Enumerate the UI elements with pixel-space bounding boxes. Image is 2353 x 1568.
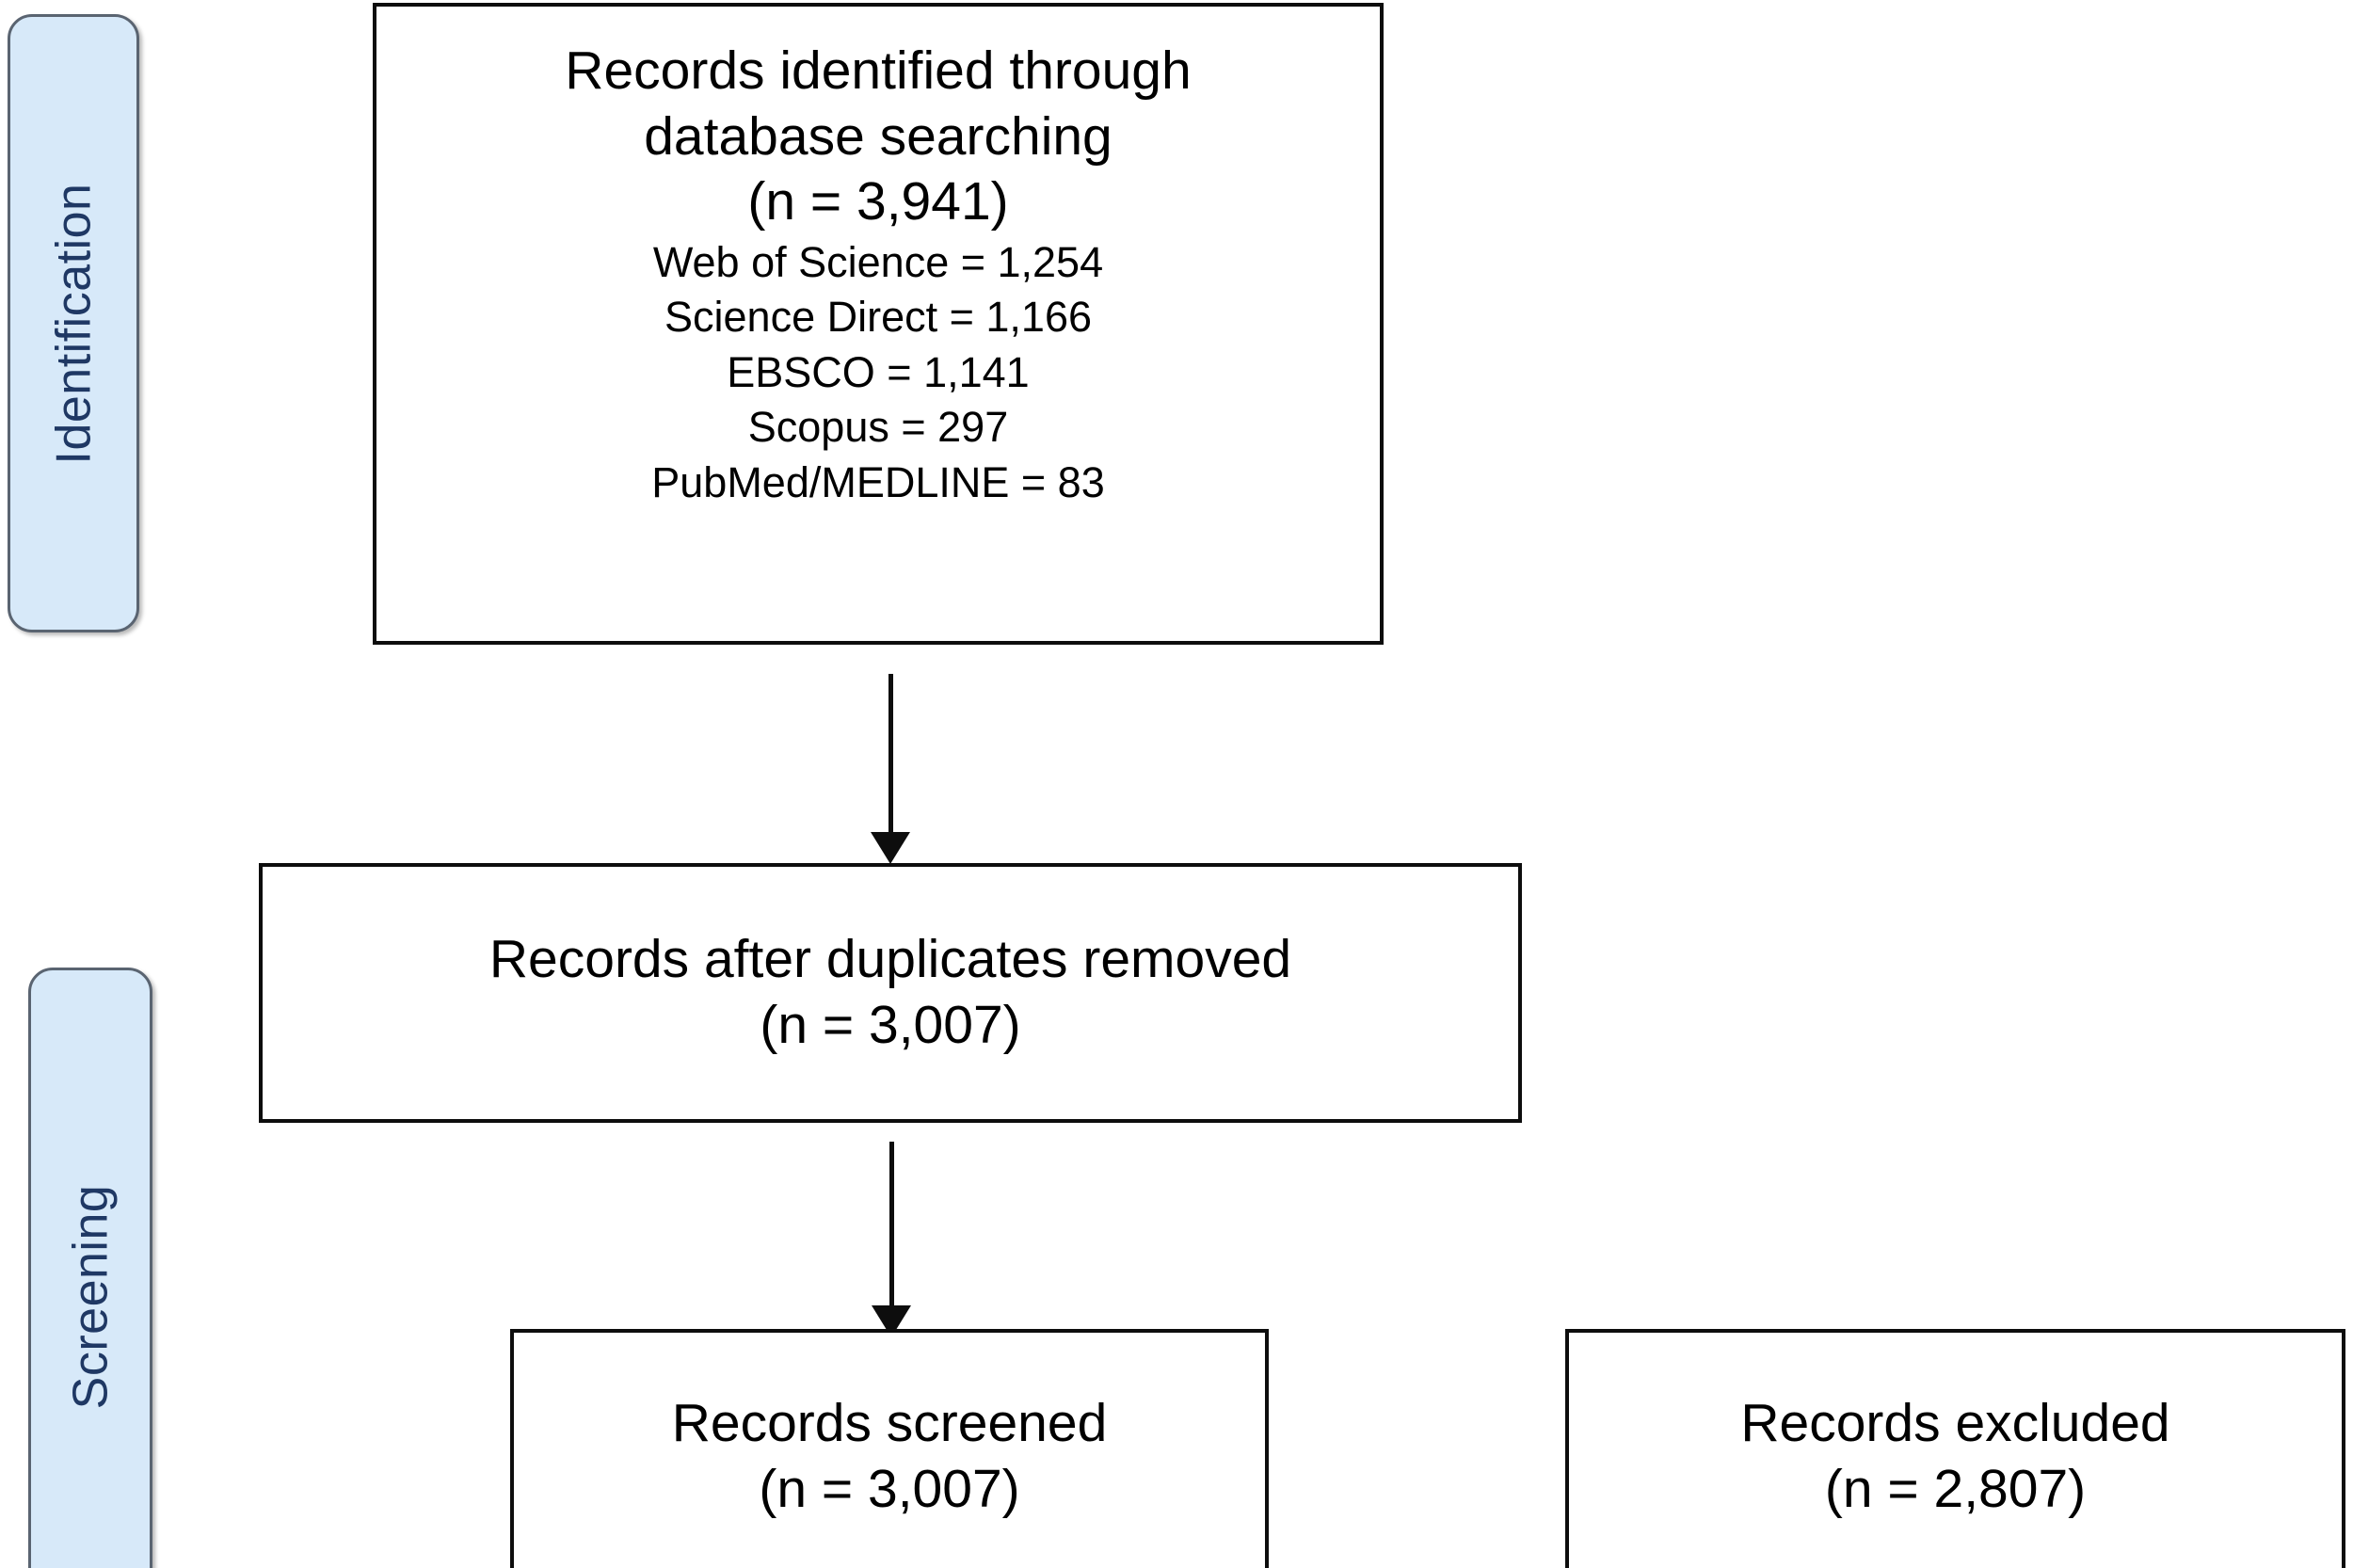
box-records-identified-source-science-direct: Science Direct = 1,166	[664, 293, 1092, 342]
box-records-screened: Records screened (n = 3,007)	[510, 1329, 1269, 1568]
box-records-identified-title-line-2: database searching	[644, 105, 1112, 167]
box-records-excluded-count: (n = 2,807)	[1824, 1458, 2087, 1519]
box-records-identified-source-scopus: Scopus = 297	[747, 403, 1009, 452]
box-records-identified-title-line-1: Records identified through	[565, 40, 1192, 101]
box-records-excluded: Records excluded (n = 2,807)	[1565, 1329, 2345, 1568]
arrow-shaft	[888, 674, 893, 836]
box-records-identified: Records identified through database sear…	[373, 3, 1384, 645]
stage-tab-identification-label: Identification	[46, 183, 101, 464]
stage-tab-identification: Identification	[8, 14, 139, 632]
box-records-after-duplicates-removed-count: (n = 3,007)	[760, 995, 1021, 1055]
stage-tab-screening-label: Screening	[63, 1184, 118, 1410]
arrow-shaft	[889, 1142, 894, 1309]
box-records-identified-source-web-of-science: Web of Science = 1,254	[652, 237, 1104, 286]
box-records-screened-title: Records screened	[671, 1393, 1108, 1453]
box-records-after-duplicates-removed: Records after duplicates removed (n = 3,…	[259, 863, 1522, 1123]
box-records-identified-source-pubmed-medline: PubMed/MEDLINE = 83	[651, 457, 1105, 506]
box-records-excluded-title: Records excluded	[1740, 1393, 2170, 1453]
box-records-screened-count: (n = 3,007)	[759, 1458, 1020, 1519]
box-records-identified-source-ebsco: EBSCO = 1,141	[727, 347, 1030, 396]
stage-tab-screening: Screening	[28, 968, 152, 1568]
box-records-after-duplicates-removed-title: Records after duplicates removed	[488, 929, 1292, 990]
box-records-identified-count: (n = 3,941)	[747, 171, 1009, 232]
arrow-head-down-icon	[871, 832, 910, 864]
